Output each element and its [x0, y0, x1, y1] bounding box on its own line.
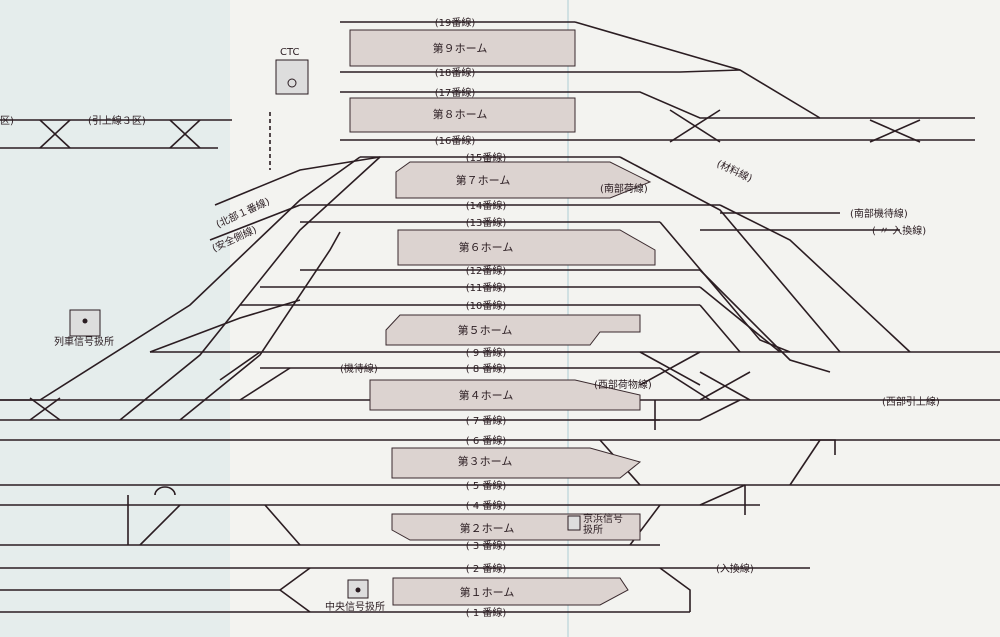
platform-7: [395, 161, 652, 199]
platform-3: [391, 447, 642, 479]
facility-label: 京浜信号: [583, 512, 623, 525]
branch-label: (引上線３区): [88, 114, 146, 127]
ctc-icon: [287, 78, 297, 88]
line-label: ( 9 番線): [466, 346, 507, 359]
facility-label: 扱所: [583, 524, 603, 536]
line-label: (11番線): [466, 281, 507, 294]
platform-6: [397, 229, 656, 266]
line-label: (12番線): [466, 264, 507, 277]
platform-label: 第６ホーム: [459, 240, 514, 254]
ctc-building: [275, 59, 309, 95]
branch-label: (南部機待線): [850, 207, 908, 220]
ressha-icon: [82, 318, 88, 324]
branch-label: (西部荷物線): [594, 378, 652, 391]
line-label: ( 1 番線): [466, 606, 507, 619]
line-label: ( 5 番線): [466, 479, 507, 492]
branch-label: 区): [0, 115, 14, 127]
line-label: ( 2 番線): [466, 562, 507, 575]
platform-1: [392, 577, 629, 606]
line-label: (19番線): [435, 16, 476, 29]
platform-label: 第３ホーム: [458, 454, 513, 468]
branch-label: (機待線): [340, 362, 378, 375]
line-label: (10番線): [466, 299, 507, 312]
facility-label: 列車信号扱所: [54, 335, 114, 348]
line-label: ( 7 番線): [466, 414, 507, 427]
line-label: (17番線): [435, 86, 476, 99]
platform-label: 第７ホーム: [456, 173, 511, 187]
keihin-signal-box: [567, 515, 581, 531]
platform-4: [369, 379, 641, 411]
platform-5: [385, 314, 641, 346]
line-label: ( 6 番線): [466, 434, 507, 447]
line-label: ( 3 番線): [466, 539, 507, 552]
line-label: (15番線): [466, 151, 507, 164]
branch-label: (南部荷線): [600, 182, 648, 195]
branch-label: (材料線): [715, 157, 755, 185]
line-label: (14番線): [466, 199, 507, 212]
line-label: (16番線): [435, 134, 476, 147]
branch-label: (入換線): [716, 562, 754, 575]
ctc-label: CTC: [280, 47, 300, 58]
line-label: ( 8 番線): [466, 362, 507, 375]
branch-label: ( 〃 入換線): [872, 224, 926, 237]
platform-label: 第２ホーム: [460, 521, 515, 535]
line-label: (13番線): [466, 216, 507, 229]
platform-9: [349, 29, 576, 67]
line-label: ( 4 番線): [466, 499, 507, 512]
platform-label: 第９ホーム: [433, 41, 488, 55]
facility-label: 中央信号扱所: [325, 600, 385, 613]
platform-label: 第１ホーム: [460, 585, 515, 599]
branch-label: (西部引上線): [882, 395, 940, 408]
tracks: [0, 21, 1000, 613]
chuo-icon: [355, 587, 361, 593]
platform-label: 第８ホーム: [433, 107, 488, 121]
line-label: (18番線): [435, 66, 476, 79]
platform-8: [349, 97, 576, 133]
platform-label: 第５ホーム: [458, 323, 513, 337]
platform-label: 第４ホーム: [459, 388, 514, 402]
